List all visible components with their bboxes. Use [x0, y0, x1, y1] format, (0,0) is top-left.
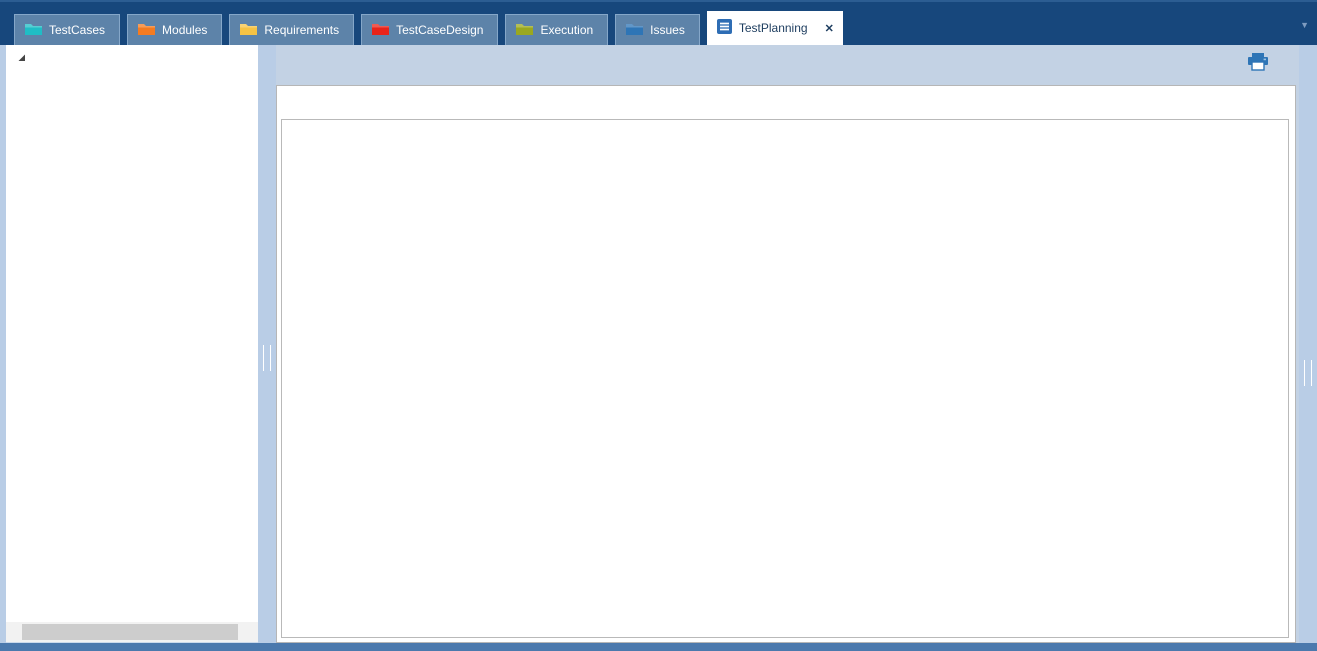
- gantt-plot-area: [281, 119, 1289, 638]
- window-bottom-frame: [0, 643, 1317, 651]
- tree-panel: [6, 45, 258, 622]
- print-button[interactable]: [1245, 53, 1271, 73]
- right-splitter[interactable]: [1299, 45, 1317, 643]
- main-tabs-container: TestCases Modules Requirements TestCaseDesi…: [14, 0, 843, 45]
- gantt-canvas: [276, 85, 1296, 643]
- folder-icon: [516, 22, 534, 38]
- scrollbar-thumb[interactable]: [22, 624, 238, 640]
- tab-modules[interactable]: Modules: [127, 14, 223, 45]
- main-tab-bar: TestCases Modules Requirements TestCaseDesi…: [0, 0, 1317, 45]
- list-icon: [716, 19, 732, 37]
- tab-label: TestCases: [49, 23, 106, 37]
- tab-label: TestPlanning: [738, 21, 808, 35]
- tab-execution[interactable]: Execution: [505, 14, 609, 45]
- tab-requirements[interactable]: Requirements: [229, 14, 355, 45]
- close-icon[interactable]: ✕: [824, 22, 834, 35]
- folder-icon: [372, 22, 390, 38]
- window-left-frame: [0, 45, 6, 643]
- schedule-pane: [276, 45, 1299, 643]
- tab-label: Modules: [162, 23, 208, 37]
- printer-icon: [1248, 53, 1268, 71]
- tab-label: Issues: [650, 23, 685, 37]
- tab-issues[interactable]: Issues: [615, 14, 700, 45]
- tab-label: Execution: [540, 23, 594, 37]
- folder-icon: [626, 22, 644, 38]
- tab-testcasedesign[interactable]: TestCaseDesign: [361, 14, 499, 45]
- folder-icon: [240, 22, 258, 38]
- tree-item[interactable]: [6, 46, 258, 68]
- splitter-grip[interactable]: [1304, 360, 1312, 386]
- tab-testplanning[interactable]: TestPlanning ✕: [706, 11, 843, 45]
- tab-label: TestCaseDesign: [396, 23, 484, 37]
- tab-overflow-caret-icon[interactable]: ▼: [1300, 20, 1309, 30]
- tab-testcases[interactable]: TestCases: [14, 14, 121, 45]
- folder-icon: [138, 22, 156, 38]
- tab-label: Requirements: [264, 23, 340, 37]
- folder-icon: [25, 22, 42, 38]
- collapse-icon[interactable]: [14, 52, 28, 63]
- left-splitter[interactable]: [258, 45, 276, 643]
- splitter-grip[interactable]: [263, 345, 271, 371]
- tree-horizontal-scrollbar[interactable]: [6, 622, 258, 642]
